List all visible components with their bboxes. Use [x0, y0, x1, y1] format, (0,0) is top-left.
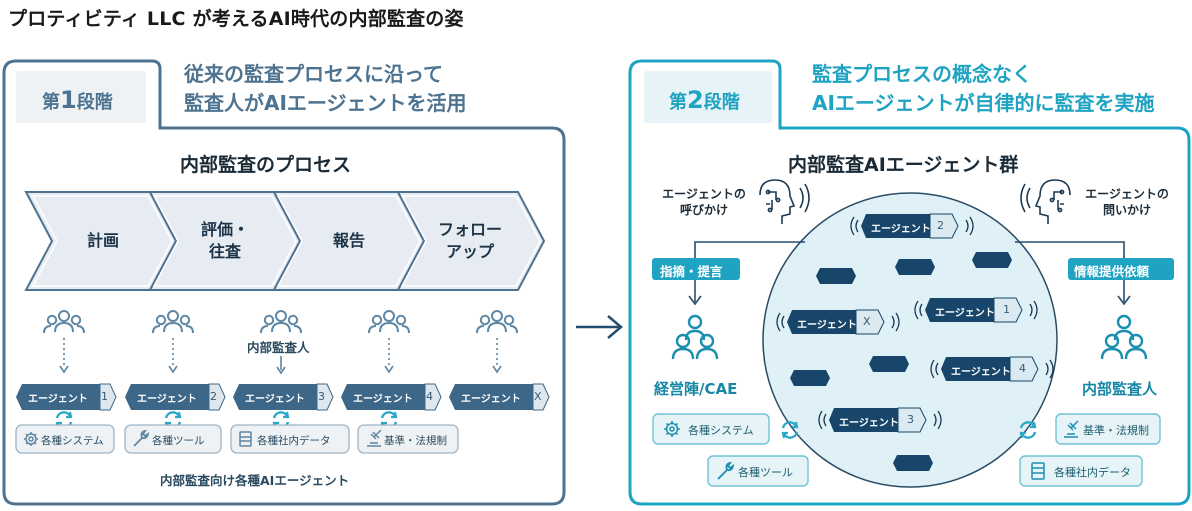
gear-icon — [24, 432, 38, 446]
tool-tools: 各種ツール — [152, 435, 205, 447]
database-icon — [239, 431, 252, 447]
stage2-tab: 第2段階 — [669, 86, 740, 114]
stage2-tab-number: 2 — [687, 86, 704, 114]
agent-label: エージェント — [797, 320, 857, 331]
agent-number: 2 — [210, 390, 217, 403]
agent-number: X — [863, 315, 871, 328]
agent-label: エージェント — [839, 418, 899, 429]
process-title: 内部監査のプロセス — [180, 154, 352, 176]
agent-label: エージェント — [28, 394, 88, 405]
tool-systems: 各種システム — [688, 424, 754, 437]
stage1-footer: 内部監査向け各種AIエージェント — [160, 473, 350, 488]
gavel-icon — [1064, 420, 1079, 438]
step-plan: 計画 — [86, 231, 119, 250]
agent-number: 1 — [1003, 303, 1010, 316]
tool-tools: 各種ツール — [738, 466, 793, 479]
gear-icon — [664, 421, 680, 437]
ai-head-icon — [1020, 179, 1071, 224]
call-left-label: エージェントの 呼びかけ — [662, 187, 746, 217]
stage2-heading-line2: AIエージェントが自律的に監査を実施 — [812, 91, 1155, 115]
badge-info-request: 情報提供依頼 — [1074, 264, 1150, 279]
auditor-label: 内部監査人 — [247, 340, 310, 355]
stage1-heading-line1: 従来の監査プロセスに沿って — [184, 62, 443, 86]
agent-number: 2 — [937, 219, 944, 232]
agent-label: エージェント — [461, 394, 521, 405]
step-followup: フォロー アップ — [437, 220, 502, 261]
agent-label: エージェント — [951, 367, 1011, 378]
ai-head-icon — [759, 179, 810, 224]
agent-label: エージェント — [137, 394, 197, 405]
tool-internal-data: 各種社内データ — [257, 435, 331, 447]
stage1-tab-prefix: 第 — [42, 92, 60, 113]
stage1-tab-suffix: 段階 — [76, 92, 113, 113]
wrench-icon — [133, 429, 150, 447]
wrench-icon — [717, 461, 735, 480]
database-icon — [1031, 462, 1045, 480]
tool-systems: 各種システム — [41, 435, 104, 447]
agent-number: 4 — [426, 390, 433, 403]
agent-group-title: 内部監査AIエージェント群 — [788, 154, 1019, 176]
role-auditor: 内部監査人 — [1082, 380, 1158, 398]
agent-label: エージェント — [935, 308, 995, 319]
stage1-tab: 第1段階 — [42, 86, 113, 114]
agent-number: 4 — [1019, 362, 1026, 375]
arrow-right-icon — [576, 315, 623, 339]
badge-findings: 指摘・提言 — [660, 264, 723, 279]
step-report: 報告 — [332, 231, 365, 250]
tool-internal-data: 各種社内データ — [1054, 466, 1131, 479]
gavel-icon — [367, 429, 382, 447]
agent-number: 3 — [907, 413, 914, 426]
stage1-tab-number: 1 — [60, 86, 77, 114]
role-executives: 経営陣/CAE — [654, 380, 738, 398]
agent-number: 1 — [101, 390, 108, 403]
call-right-label: エージェントの 問いかけ — [1085, 187, 1169, 217]
stage1-heading-line2: 監査人がAIエージェントを活用 — [184, 91, 467, 115]
tool-regulations: 基準・法規制 — [1083, 424, 1149, 437]
stage2-tab-suffix: 段階 — [703, 92, 740, 113]
agent-label: エージェント — [871, 224, 931, 235]
agent-number: 3 — [318, 390, 325, 403]
agent-label: エージェント — [353, 394, 413, 405]
tool-regulations: 基準・法規制 — [384, 435, 447, 447]
agent-number: X — [534, 390, 542, 403]
step-evaluate: 評価・ 往査 — [200, 220, 249, 261]
stage2-heading-line1: 監査プロセスの概念なく — [812, 62, 1032, 86]
page-title: プロティビティ LLC が考えるAI時代の内部監査の姿 — [8, 8, 464, 30]
agent-label: エージェント — [245, 394, 305, 405]
stage2-tab-prefix: 第 — [669, 92, 687, 113]
